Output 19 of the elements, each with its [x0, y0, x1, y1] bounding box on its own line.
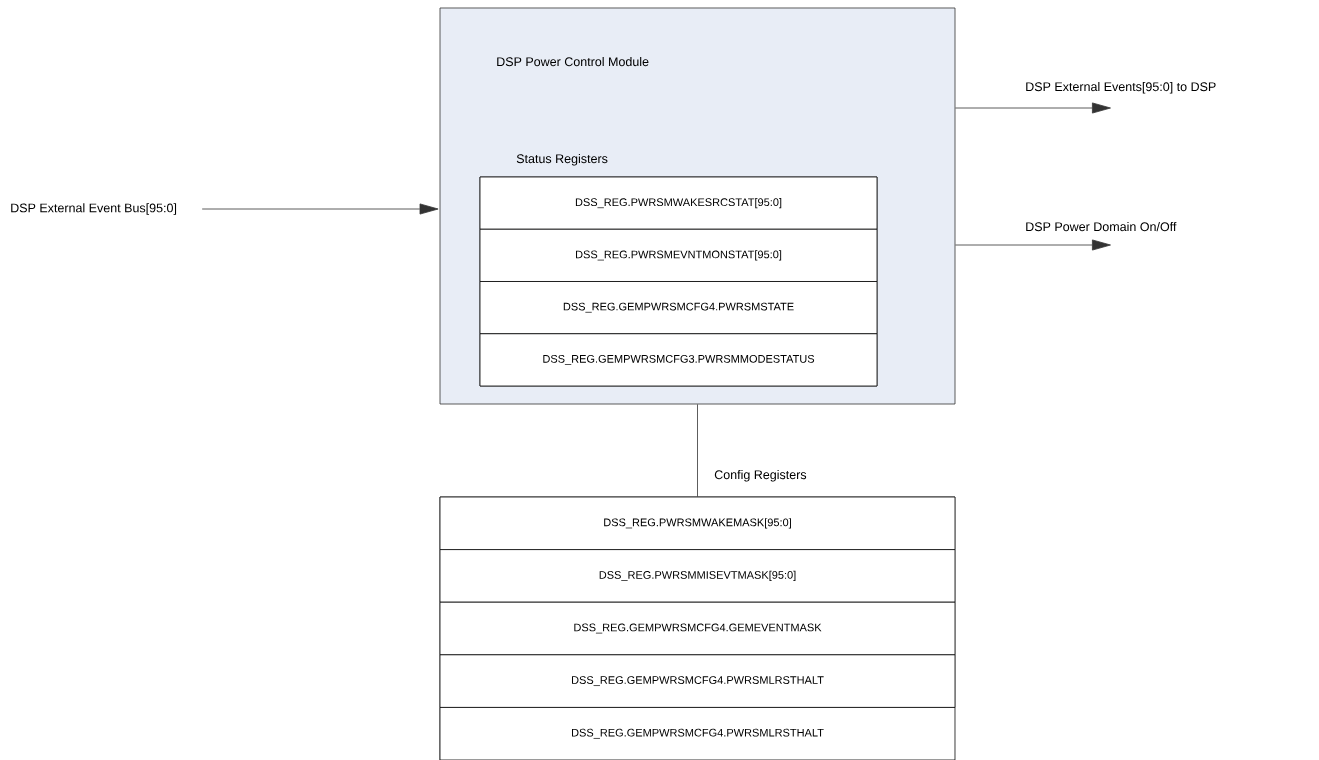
arrow [955, 239, 1111, 251]
edge-label: DSP Power Domain On/Off [1026, 221, 1177, 232]
register-row: DSS_REG.PWRSMEVNTMONSTAT[95:0] [479, 228, 878, 282]
register-row: DSS_REG.GEMPWRSMCFG4.PWRSMLRSTHALT [439, 654, 956, 708]
register-row: DSS_REG.GEMPWRSMCFG4.GEMEVENTMASK [439, 601, 956, 656]
arrow [955, 102, 1111, 114]
register-row: DSS_REG.PWRSMWAKESRCSTAT[95:0] [479, 176, 878, 230]
node-label: DSS_REG.GEMPWRSMCFG4.PWRSMLRSTHALT [572, 728, 824, 739]
register-row: DSS_REG.PWRSMWAKEMASK[95:0] [439, 496, 956, 550]
register-row: DSS_REG.GEMPWRSMCFG3.PWRSMMODESTATUS [479, 333, 878, 387]
edge-label: DSP External Events[95:0] to DSP [1026, 81, 1216, 94]
register-row: DSS_REG.GEMPWRSMCFG4.PWRSMSTATE [479, 281, 878, 335]
node-label: Status Registers [516, 153, 608, 166]
connector-line [697, 404, 698, 497]
input-label: DSP External Event Bus[95:0] [11, 203, 177, 215]
arrow [201, 203, 439, 215]
register-row: DSS_REG.GEMPWRSMCFG4.PWRSMLRSTHALT [439, 707, 956, 760]
register-row: DSS_REG.PWRSMMISEVTMASK[95:0] [439, 549, 956, 603]
node-label: Config Registers [714, 469, 807, 482]
